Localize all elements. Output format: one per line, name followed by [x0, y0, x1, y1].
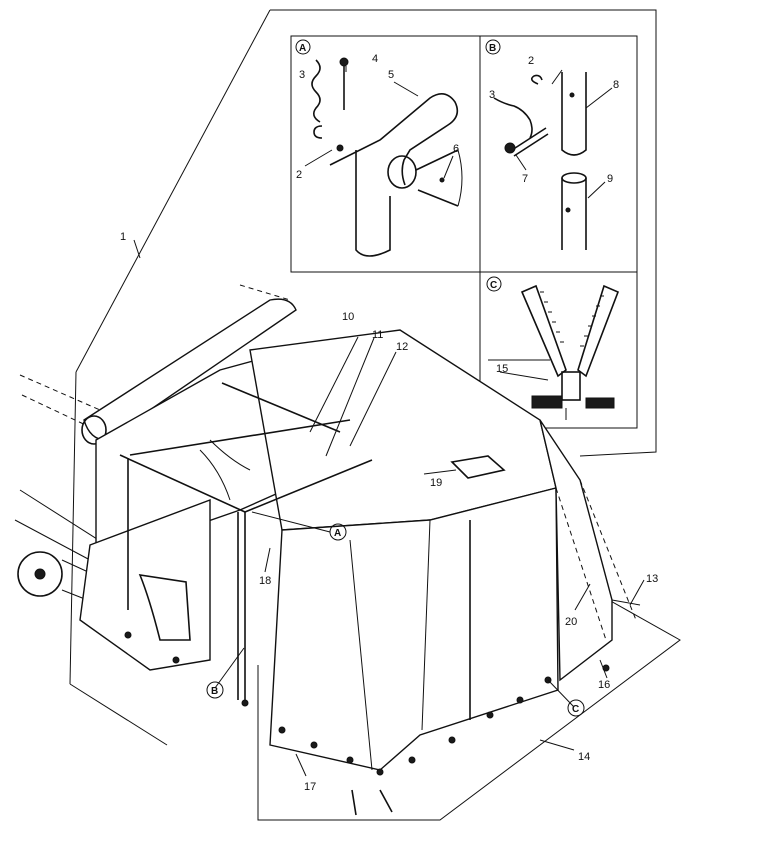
callout-20: 20	[565, 616, 577, 628]
detail-c-label: C	[490, 280, 497, 291]
callout-13: 13	[646, 573, 658, 585]
callout-4: 4	[372, 53, 378, 65]
callout-2-detail-a: 2	[296, 169, 302, 181]
detail-panels-frame	[290, 35, 638, 429]
callout-19: 19	[430, 477, 442, 489]
callout-7: 7	[522, 173, 528, 185]
callout-8: 8	[613, 79, 619, 91]
marker-c: C	[572, 704, 579, 715]
detail-b-label: B	[489, 43, 496, 54]
detail-panel-letters: A B C	[295, 39, 502, 292]
callout-16: 16	[598, 679, 610, 691]
callout-5: 5	[388, 69, 394, 81]
callout-18: 18	[259, 575, 271, 587]
tent-main-body	[79, 298, 637, 816]
callout-9: 9	[607, 173, 613, 185]
callout-11: 11	[372, 329, 383, 341]
callout-6: 6	[453, 143, 459, 155]
detail-b-pole-pin	[493, 72, 587, 250]
marker-b: B	[211, 686, 218, 697]
callout-10: 10	[342, 311, 354, 323]
detail-c-zipper	[520, 284, 620, 420]
callout-17: 17	[304, 781, 316, 793]
main-view-markers: A B C	[206, 523, 585, 717]
leader-lines	[133, 66, 645, 777]
assembly-boundary-lines	[69, 9, 681, 821]
callout-3-detail-a: 3	[299, 69, 305, 81]
callout-14: 14	[578, 751, 590, 763]
marker-a: A	[334, 528, 341, 539]
callout-2-detail-b: 2	[528, 55, 534, 67]
callout-15: 15	[496, 363, 508, 375]
callout-12: 12	[396, 341, 408, 353]
callout-1: 1	[120, 231, 126, 243]
callout-labels: 1 2 2 3 3 4 5 6 7 8 9 10 11 12 13 14 15 …	[120, 53, 658, 793]
detail-a-label: A	[299, 43, 306, 54]
detail-a-corner-fitting	[311, 57, 463, 257]
callout-3-detail-b: 3	[489, 89, 495, 101]
